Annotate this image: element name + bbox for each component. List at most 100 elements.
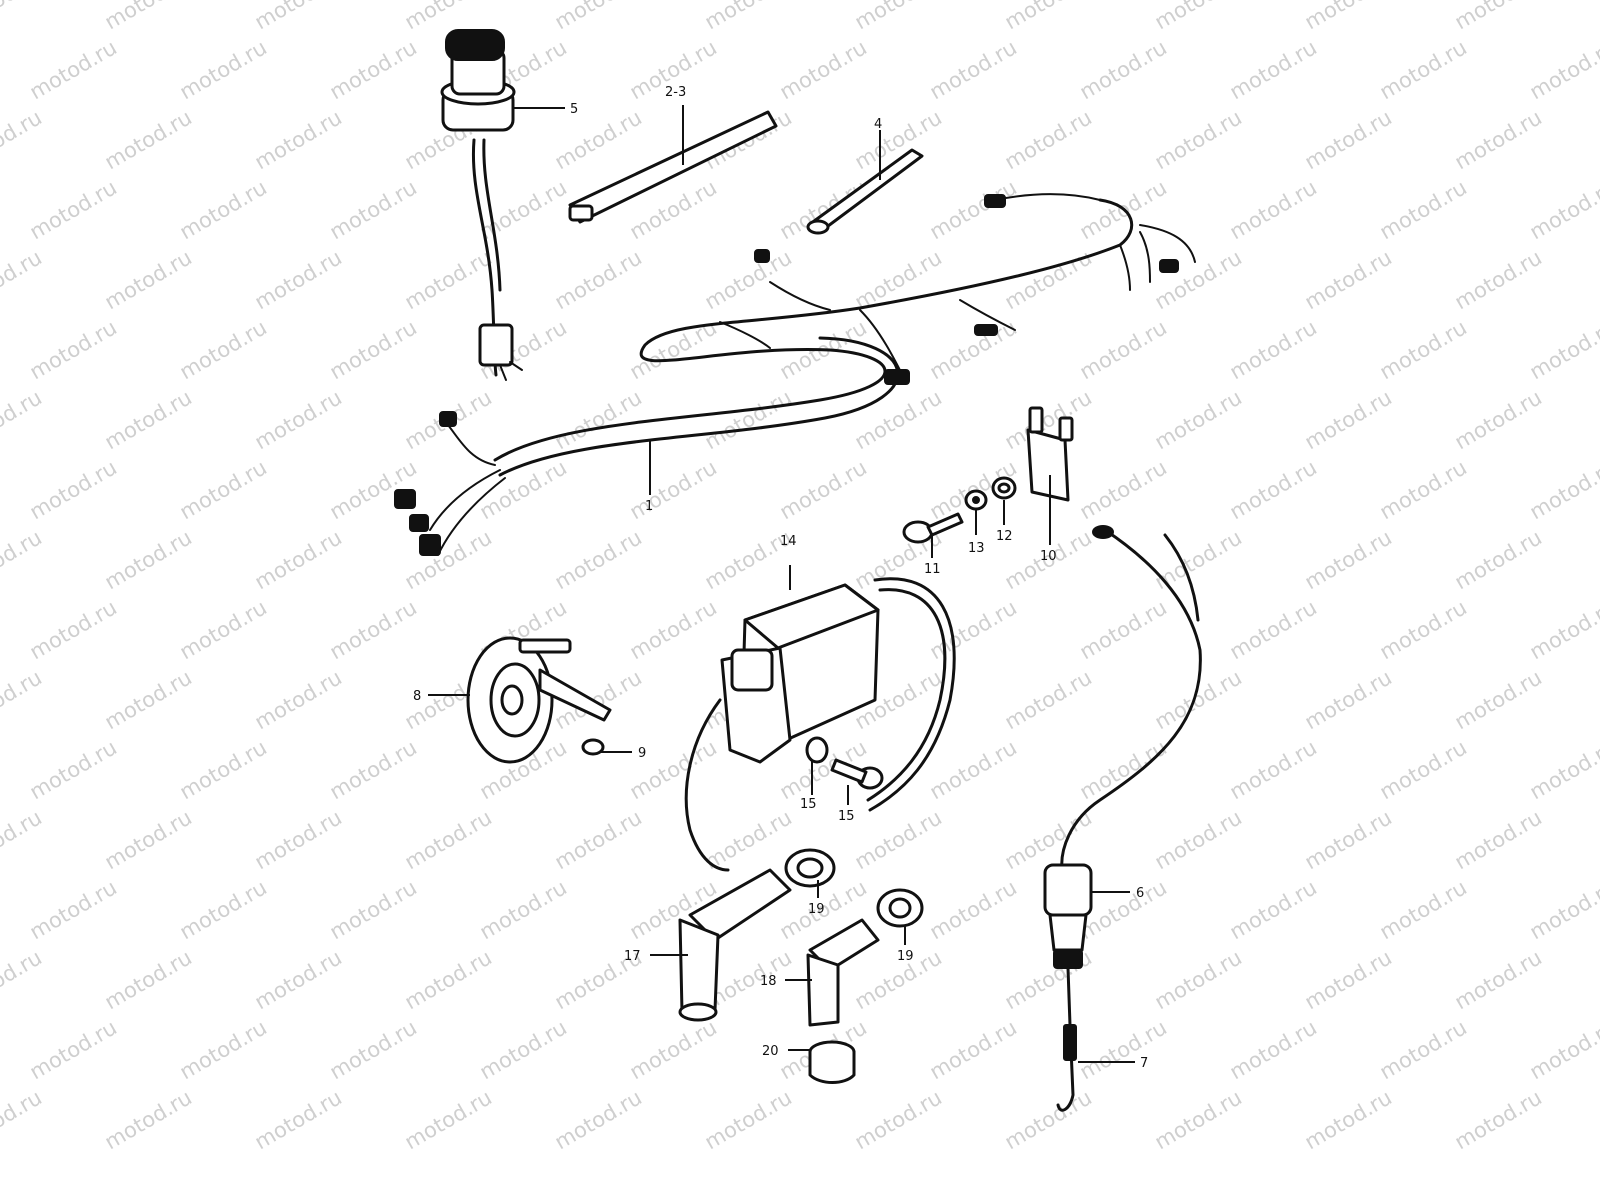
watermark-text: motod.ru <box>401 945 496 1014</box>
watermark-text: motod.ru <box>176 175 271 244</box>
watermark-text: motod.ru <box>1526 1015 1600 1084</box>
watermark-text: motod.ru <box>1301 0 1396 34</box>
watermark-text: motod.ru <box>1076 455 1171 524</box>
watermark-text: motod.ru <box>176 315 271 384</box>
watermark-text: motod.ru <box>176 875 271 944</box>
watermark-text: motod.ru <box>1076 1015 1171 1084</box>
plug-cap-cover-19-left <box>784 848 836 888</box>
watermark-text: motod.ru <box>326 875 421 944</box>
watermark-text: motod.ru <box>1076 595 1171 664</box>
washer-13 <box>964 489 988 511</box>
watermark-text: motod.ru <box>551 105 646 174</box>
watermark-text: motod.ru <box>1301 385 1396 454</box>
watermark-text: motod.ru <box>926 1015 1021 1084</box>
watermark-text: motod.ru <box>1226 35 1321 104</box>
watermark-text: motod.ru <box>1151 385 1246 454</box>
watermark-text: motod.ru <box>1451 0 1546 34</box>
watermark-text: motod.ru <box>251 805 346 874</box>
watermark-text: motod.ru <box>1376 735 1471 804</box>
watermark-text: motod.ru <box>926 875 1021 944</box>
cable-strap <box>568 110 778 224</box>
coil-washer-15 <box>805 736 829 764</box>
watermark-text: motod.ru <box>101 945 196 1014</box>
watermark-text: motod.ru <box>26 35 121 104</box>
watermark-text: motod.ru <box>101 385 196 454</box>
watermark-text: motod.ru <box>851 1085 946 1154</box>
watermark-text: motod.ru <box>176 35 271 104</box>
callout-13-small: 13 <box>968 541 985 556</box>
watermark-text: motod.ru <box>1451 245 1546 314</box>
watermark-text: motod.ru <box>251 1085 346 1154</box>
watermark-text: motod.ru <box>476 875 571 944</box>
callout-1: 1 <box>645 499 653 514</box>
watermark-text: motod.ru <box>776 175 871 244</box>
watermark-text: motod.ru <box>1151 805 1246 874</box>
watermark-text: motod.ru <box>551 805 646 874</box>
watermark-text: motod.ru <box>1151 1085 1246 1154</box>
watermark-text: motod.ru <box>0 805 46 874</box>
watermark-text: motod.ru <box>1301 945 1396 1014</box>
watermark-text: motod.ru <box>1526 315 1600 384</box>
watermark-text: motod.ru <box>326 35 421 104</box>
callout-9: 9 <box>638 746 646 761</box>
watermark-text: motod.ru <box>1001 0 1096 34</box>
callout-2-3: 2-3 <box>665 85 686 100</box>
callout-12: 12 <box>996 529 1013 544</box>
callout-7: 7 <box>1140 1056 1148 1071</box>
watermark-text: motod.ru <box>176 455 271 524</box>
watermark-text: motod.ru <box>1151 105 1246 174</box>
watermark-text: motod.ru <box>551 1085 646 1154</box>
watermark-text: motod.ru <box>926 735 1021 804</box>
watermark-text: motod.ru <box>926 175 1021 244</box>
horn <box>466 636 612 764</box>
watermark-text: motod.ru <box>1526 735 1600 804</box>
watermark-text: motod.ru <box>401 1085 496 1154</box>
watermark-text: motod.ru <box>551 245 646 314</box>
watermark-text: motod.ru <box>701 1085 796 1154</box>
watermark-text: motod.ru <box>1301 665 1396 734</box>
watermark-text: motod.ru <box>1226 875 1321 944</box>
watermark-text: motod.ru <box>176 735 271 804</box>
leader-lines <box>428 105 1135 1063</box>
callout-20: 20 <box>762 1044 779 1059</box>
watermark-text: motod.ru <box>626 1015 721 1084</box>
plug-cap-cover-19-right <box>876 888 924 928</box>
watermark-text: motod.ru <box>1001 665 1096 734</box>
watermark-text: motod.ru <box>26 875 121 944</box>
wiring-harness <box>394 193 1196 556</box>
watermark-text: motod.ru <box>326 175 421 244</box>
watermark-text: motod.ru <box>851 805 946 874</box>
watermark-text: motod.ru <box>1301 805 1396 874</box>
watermark-text: motod.ru <box>176 595 271 664</box>
watermark-text: motod.ru <box>626 455 721 524</box>
watermark-text: motod.ru <box>1526 175 1600 244</box>
watermark-text: motod.ru <box>1451 525 1546 594</box>
washer-12 <box>991 476 1017 500</box>
watermark-text: motod.ru <box>1451 385 1546 454</box>
callout-6: 6 <box>1136 886 1144 901</box>
watermark-text: motod.ru <box>1301 105 1396 174</box>
callout-5-top: 5 <box>570 102 578 117</box>
watermark-text: motod.ru <box>1226 455 1321 524</box>
coil-screw-15 <box>830 758 884 790</box>
watermark-text: motod.ru <box>1526 35 1600 104</box>
watermark-text: motod.ru <box>1376 35 1471 104</box>
watermark-text: motod.ru <box>0 1085 46 1154</box>
watermark-text: motod.ru <box>0 245 46 314</box>
watermark-text: motod.ru <box>326 1015 421 1084</box>
watermark-text: motod.ru <box>26 315 121 384</box>
watermark-text: motod.ru <box>1451 105 1546 174</box>
callout-17: 17 <box>624 949 641 964</box>
watermark-text: motod.ru <box>701 245 796 314</box>
watermark-text: motod.ru <box>1376 595 1471 664</box>
watermark-text: motod.ru <box>1001 245 1096 314</box>
watermark-text: motod.ru <box>251 385 346 454</box>
watermark-text: motod.ru <box>251 245 346 314</box>
watermark-text: motod.ru <box>1376 1015 1471 1084</box>
ignition-coil <box>684 577 956 872</box>
callout-18: 18 <box>760 974 777 989</box>
seal-ring-20 <box>808 1040 856 1084</box>
watermark-text: motod.ru <box>401 245 496 314</box>
watermark-text: motod.ru <box>101 0 196 34</box>
